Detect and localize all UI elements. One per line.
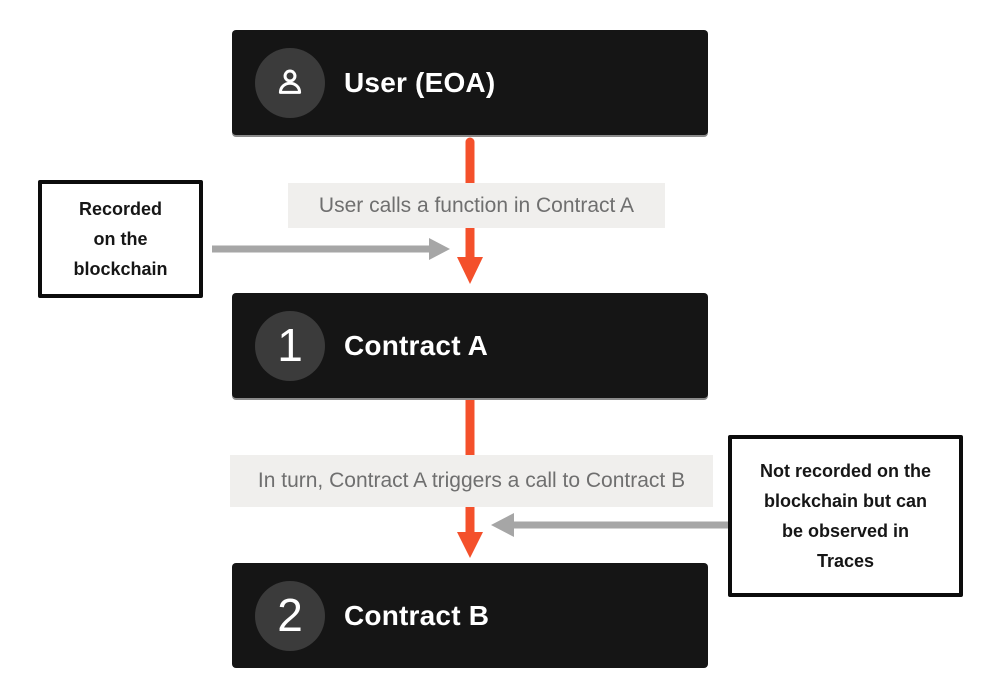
node-contract-a-label: Contract A	[344, 329, 489, 361]
contract-b-number-badge: 2	[255, 580, 325, 651]
node-contract-a: 1 Contract A	[232, 293, 708, 398]
flow-arrow-a-to-b-head	[457, 532, 483, 558]
right-note-pointer-head	[491, 513, 514, 537]
node-user-label: User (EOA)	[344, 66, 496, 98]
node-user: User (EOA)	[232, 30, 708, 135]
note-recorded-on-blockchain: Recorded on the blockchain	[38, 180, 203, 298]
edge-label-a-to-b: In turn, Contract A triggers a call to C…	[230, 455, 713, 507]
user-icon	[278, 69, 302, 94]
user-avatar-circle	[255, 47, 325, 118]
node-contract-b-label: Contract B	[344, 599, 490, 631]
left-note-pointer-head	[429, 238, 450, 260]
node-contract-b: 2 Contract B	[232, 563, 708, 668]
edge-label-user-to-a: User calls a function in Contract A	[288, 183, 665, 228]
contract-a-number-badge: 1	[255, 310, 325, 381]
flow-arrow-user-to-a-head	[457, 257, 483, 284]
note-not-recorded-traces: Not recorded on the blockchain but can b…	[728, 435, 963, 597]
